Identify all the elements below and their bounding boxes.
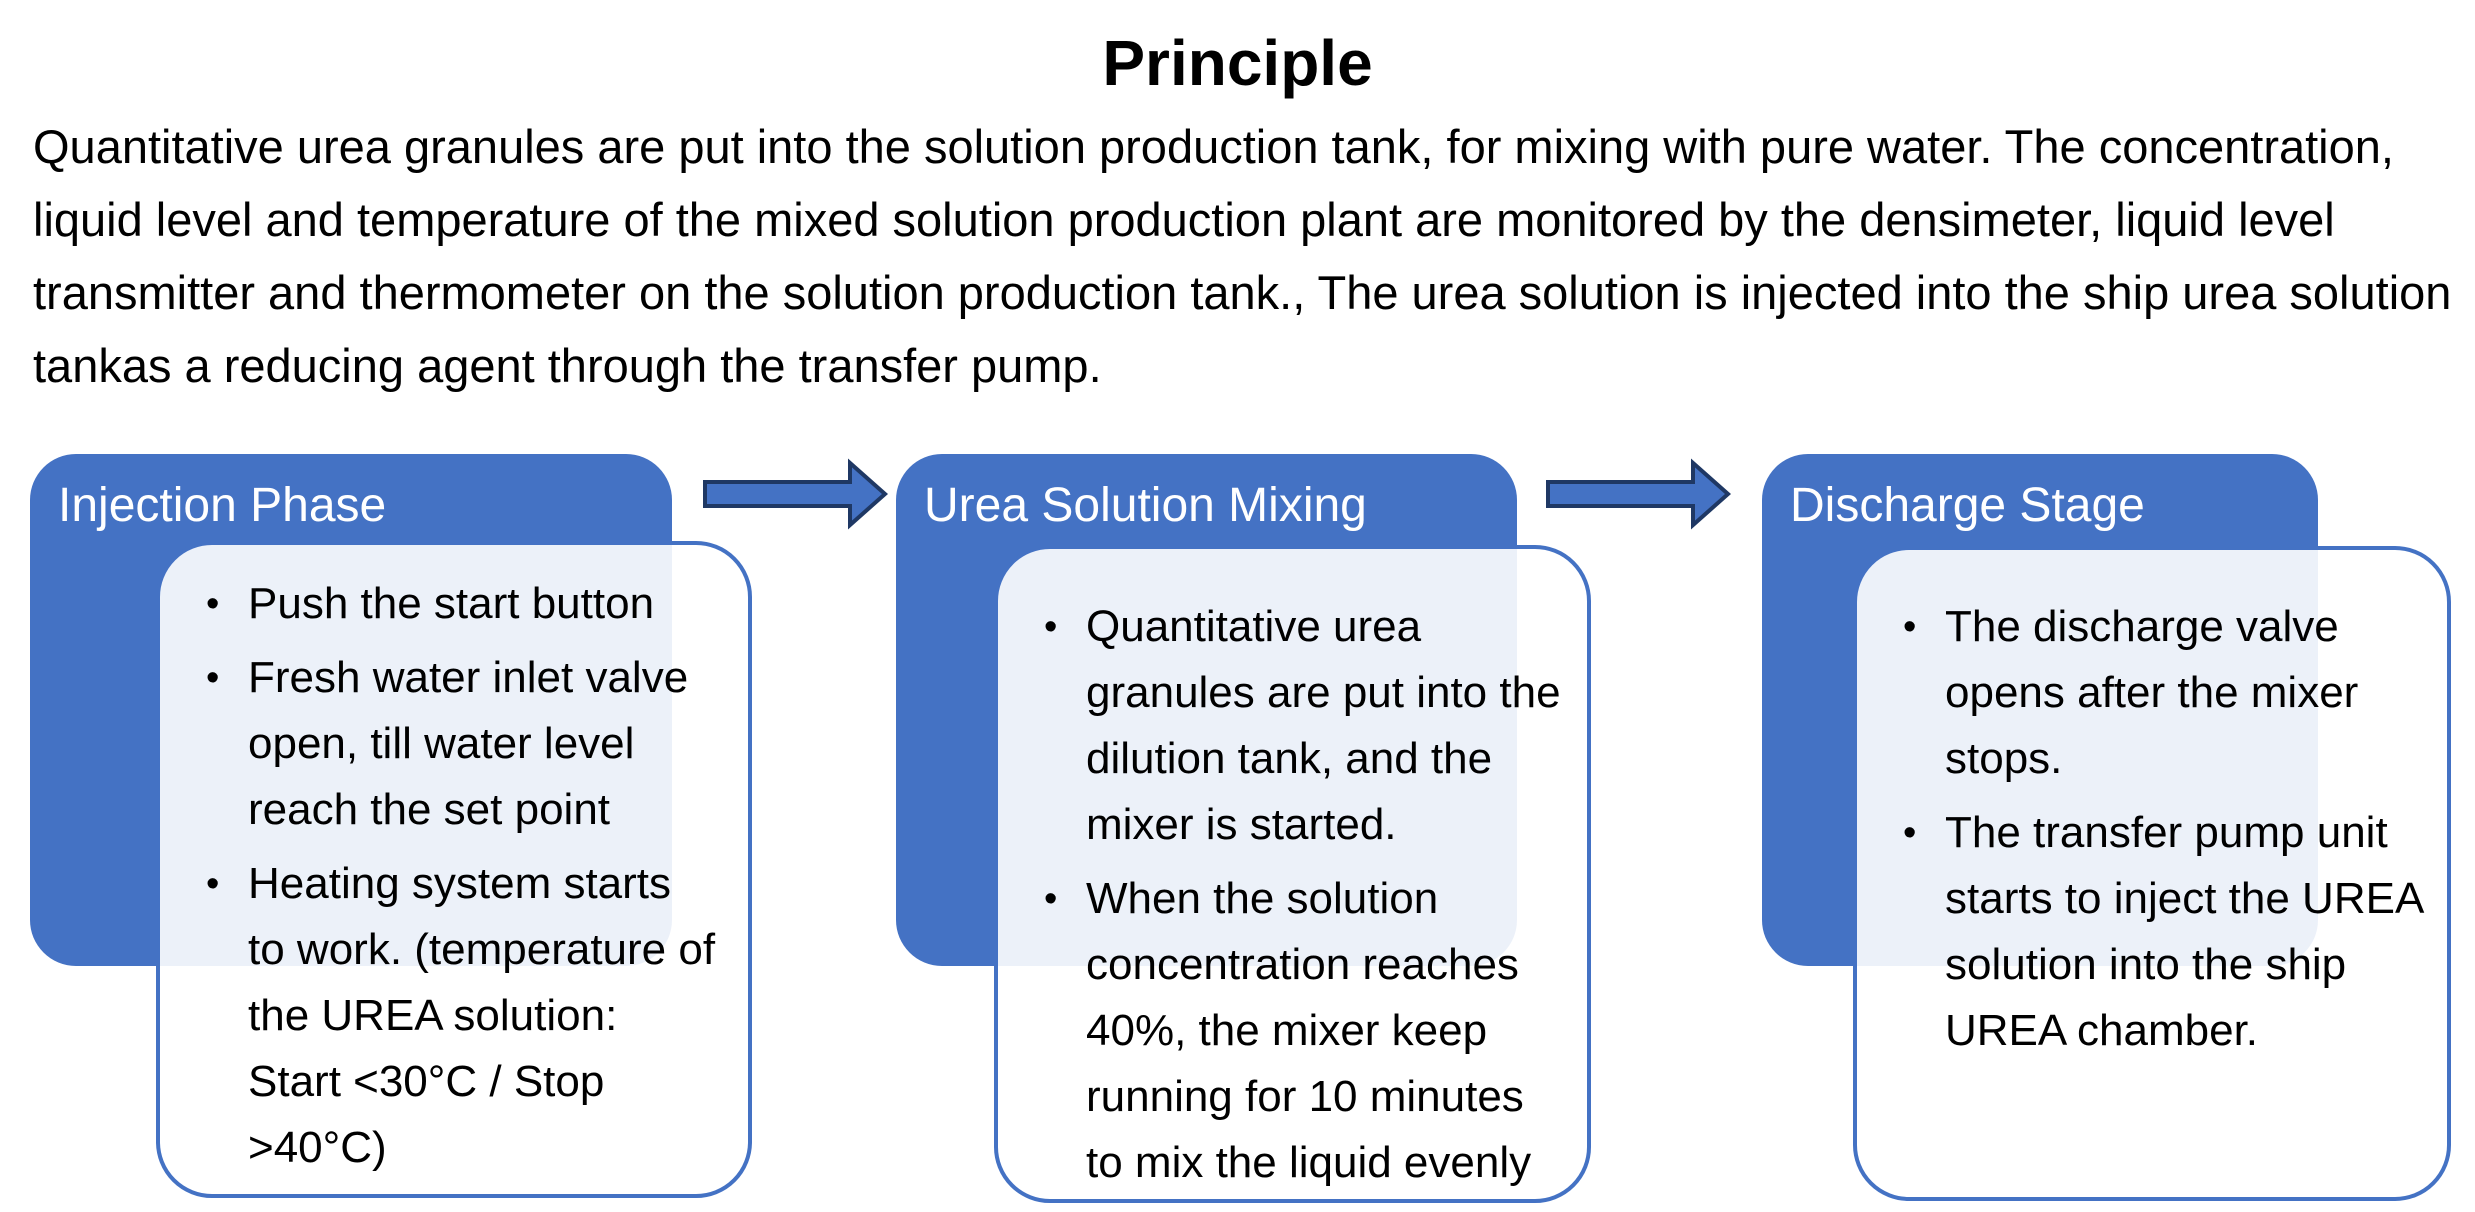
bullet-icon: • — [1903, 606, 1917, 648]
stage-detail-box: •Quantitative urea granules are put into… — [994, 545, 1591, 1203]
arrow-right-icon — [703, 458, 889, 530]
bullet-icon: • — [206, 863, 220, 905]
list-item: •The discharge valve opens after the mix… — [1857, 594, 2427, 792]
list-item: •The transfer pump unit starts to inject… — [1857, 800, 2427, 1064]
page-title: Principle — [1102, 27, 1373, 99]
arrow-right-icon — [1546, 458, 1732, 530]
bullet-icon: • — [206, 583, 220, 625]
list-item: •Push the start button — [160, 571, 718, 637]
bullet-icon: • — [1044, 606, 1058, 648]
bullet-icon: • — [1903, 812, 1917, 854]
list-item: •When the solution concentration reaches… — [998, 866, 1563, 1196]
stage-detail-box: •The discharge valve opens after the mix… — [1853, 546, 2451, 1201]
list-item: •Fresh water inlet valve open, till wate… — [160, 645, 718, 843]
list-item: •Heating system starts to work. (tempera… — [160, 851, 718, 1181]
stage-header-label: Urea Solution Mixing — [924, 479, 1367, 532]
bullet-icon: • — [1044, 878, 1058, 920]
bullet-icon: • — [206, 657, 220, 699]
stage-header-label: Discharge Stage — [1790, 479, 2145, 532]
stage-header-label: Injection Phase — [58, 479, 387, 532]
stage-detail-box: •Push the start button •Fresh water inle… — [156, 541, 752, 1198]
list-item: •Quantitative urea granules are put into… — [998, 594, 1563, 858]
intro-paragraph: Quantitative urea granules are put into … — [33, 120, 2452, 392]
